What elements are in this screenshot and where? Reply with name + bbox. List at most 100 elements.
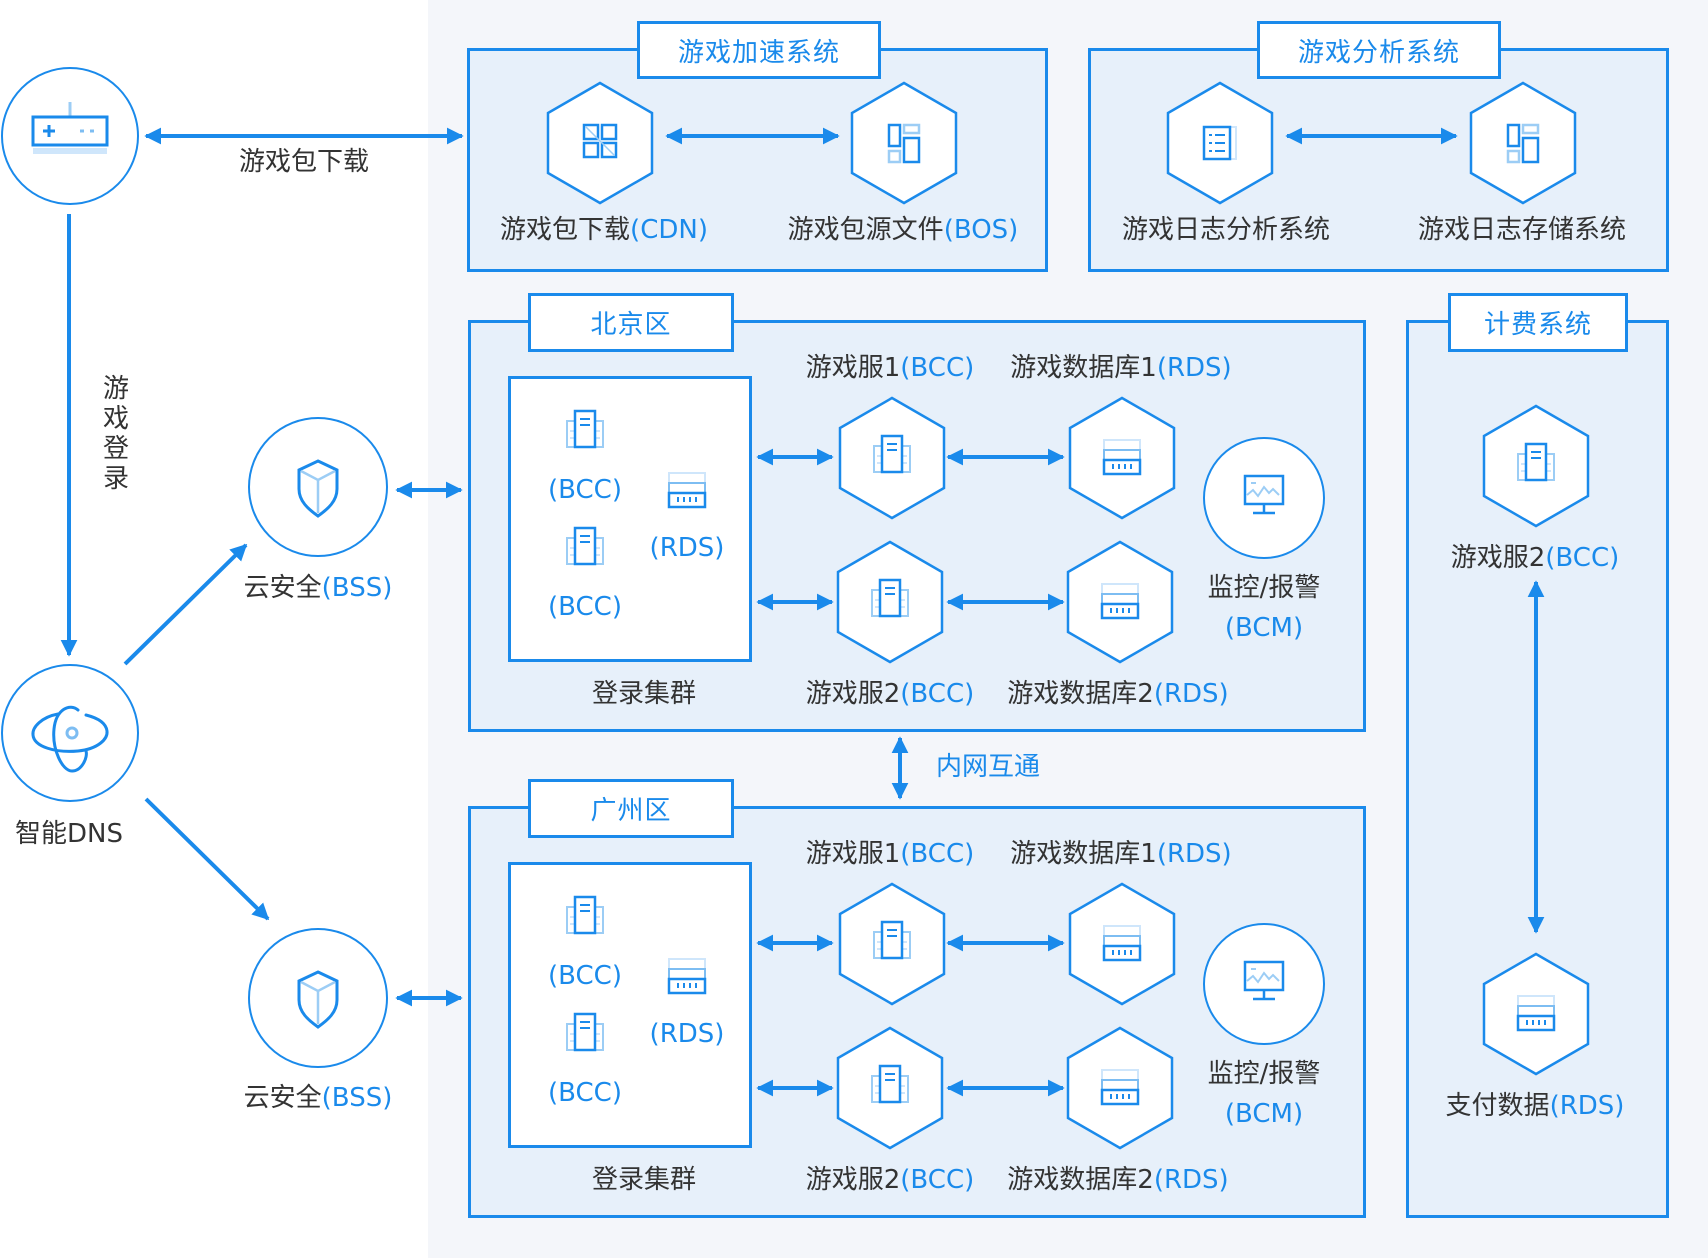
guangzhou-login-cluster-bcc1-label: (BCC) xyxy=(548,963,622,989)
db1-tag: (RDS) xyxy=(1156,353,1232,383)
server-icon xyxy=(565,895,605,935)
security-top-tag: (BSS) xyxy=(321,573,393,603)
security-bottom-node xyxy=(248,928,388,1068)
game-db-node xyxy=(1066,1026,1174,1150)
server2-tag: (BCC) xyxy=(900,679,975,709)
monitor-tag: (BCM) xyxy=(1224,613,1304,643)
monitor-name: 监控/报警 xyxy=(1207,573,1321,603)
login-cluster-label: 登录集群 xyxy=(591,679,697,709)
server1-tag: (BCC) xyxy=(900,353,975,383)
db1-tag: (RDS) xyxy=(1156,839,1232,869)
cdn-label: 游戏包下载(CDN) xyxy=(500,217,708,243)
beijing-login-cluster-rds-label: (RDS) xyxy=(650,535,725,561)
log-storage-label: 游戏日志存储系统 xyxy=(1418,217,1626,243)
group-guangzhou-title: 广州区 xyxy=(528,779,734,838)
security-bottom-tag: (BSS) xyxy=(321,1083,393,1113)
group-beijing-title: 北京区 xyxy=(528,293,734,352)
login-cluster-bcc2: (BCC) xyxy=(548,1078,622,1108)
beijing-login-cluster-bcc2-label: (BCC) xyxy=(548,594,622,620)
payment-data-node xyxy=(1482,952,1590,1076)
login-edge-label: 游戏登录 xyxy=(102,374,129,494)
cdn-node xyxy=(546,81,654,205)
database-icon xyxy=(667,471,707,509)
payment-data-tag: (RDS) xyxy=(1549,1091,1625,1121)
download-edge-label: 游戏包下载 xyxy=(238,147,370,177)
login-cluster-rds: (RDS) xyxy=(649,533,725,563)
monitor-name: 监控/报警 xyxy=(1207,1059,1321,1089)
security-top-label: 云安全(BSS) xyxy=(244,575,393,601)
guangzhou-login-cluster-rds-label: (RDS) xyxy=(650,1021,725,1047)
guangzhou-server2-label: 游戏服2(BCC) xyxy=(806,1167,975,1193)
game-server-node xyxy=(838,882,946,1006)
bos-label: 游戏包源文件(BOS) xyxy=(788,217,1019,243)
security-bottom-name: 云安全 xyxy=(243,1083,322,1113)
gamepad-icon xyxy=(31,102,109,154)
monitor-tag: (BCM) xyxy=(1224,1099,1304,1129)
billing-server-label: 游戏服2(BCC) xyxy=(1451,545,1620,571)
login-cluster-rds: (RDS) xyxy=(649,1019,725,1049)
bos-tag: (BOS) xyxy=(943,215,1019,245)
server1-name: 游戏服1 xyxy=(805,353,901,383)
dns-to-security-top-arrow xyxy=(123,543,248,666)
beijing-monitor-name-label: 监控/报警 xyxy=(1208,575,1321,601)
db2-name: 游戏数据库2 xyxy=(1007,679,1154,709)
game-server-node xyxy=(838,396,946,520)
game-db-node xyxy=(1066,540,1174,664)
login-cluster-label: 登录集群 xyxy=(591,1165,697,1195)
db2-name: 游戏数据库2 xyxy=(1007,1165,1154,1195)
db1-name: 游戏数据库1 xyxy=(1010,839,1157,869)
beijing-login-cluster xyxy=(508,376,752,662)
game-db-node xyxy=(1068,396,1176,520)
group-analysis-title: 游戏分析系统 xyxy=(1257,21,1501,79)
dns-to-security-bottom-arrow xyxy=(144,797,270,921)
payment-data-label: 支付数据(RDS) xyxy=(1446,1093,1625,1119)
server-icon xyxy=(565,526,605,566)
billing-server-name: 游戏服2 xyxy=(1450,543,1546,573)
server2-name: 游戏服2 xyxy=(805,1165,901,1195)
login-cluster-bcc2: (BCC) xyxy=(548,592,622,622)
log-analysis-node xyxy=(1166,81,1274,205)
payment-data-name: 支付数据 xyxy=(1445,1091,1550,1121)
game-server-node xyxy=(836,1026,944,1150)
login-cluster-bcc1: (BCC) xyxy=(548,961,622,991)
guangzhou-login-cluster-bcc2-label: (BCC) xyxy=(548,1080,622,1106)
game-server-node xyxy=(836,540,944,664)
cdn-tag: (CDN) xyxy=(630,215,708,245)
server2-name: 游戏服2 xyxy=(805,679,901,709)
beijing-login-cluster-bcc1-label: (BCC) xyxy=(548,477,622,503)
server1-name: 游戏服1 xyxy=(805,839,901,869)
guangzhou-monitor-tag-label: (BCM) xyxy=(1225,1101,1303,1127)
db2-tag: (RDS) xyxy=(1153,679,1229,709)
log-storage-node xyxy=(1469,81,1577,205)
dns-orbit-icon xyxy=(31,705,109,773)
group-billing-title: 计费系统 xyxy=(1448,293,1628,352)
security-top-name: 云安全 xyxy=(243,573,322,603)
beijing-region-shapes xyxy=(565,396,1325,664)
log-analysis-label: 游戏日志分析系统 xyxy=(1122,217,1330,243)
dns-label: 智能DNS xyxy=(15,819,123,849)
bos-name: 游戏包源文件 xyxy=(787,215,944,245)
database-icon xyxy=(667,957,707,995)
game-db-node xyxy=(1068,882,1176,1006)
monitor-node xyxy=(1203,923,1325,1045)
server1-tag: (BCC) xyxy=(900,839,975,869)
guangzhou-db2-label: 游戏数据库2(RDS) xyxy=(1007,1167,1228,1193)
client-node xyxy=(1,67,139,205)
server-icon xyxy=(565,1012,605,1052)
guangzhou-login-cluster-label: 登录集群 xyxy=(592,1167,696,1193)
interconnect-label: 内网互通 xyxy=(935,752,1041,782)
beijing-server2-label: 游戏服2(BCC) xyxy=(806,681,975,707)
log-storage-name: 游戏日志存储系统 xyxy=(1417,215,1627,245)
bos-node xyxy=(850,81,958,205)
billing-server-tag: (BCC) xyxy=(1545,543,1620,573)
log-analysis-name: 游戏日志分析系统 xyxy=(1121,215,1331,245)
beijing-login-cluster-label: 登录集群 xyxy=(592,681,696,707)
server2-tag: (BCC) xyxy=(900,1165,975,1195)
db2-tag: (RDS) xyxy=(1153,1165,1229,1195)
beijing-db1-label: 游戏数据库1(RDS) xyxy=(1010,355,1231,381)
db1-name: 游戏数据库1 xyxy=(1010,353,1157,383)
security-bottom-label: 云安全(BSS) xyxy=(244,1085,393,1111)
log-list-icon xyxy=(1202,125,1238,161)
